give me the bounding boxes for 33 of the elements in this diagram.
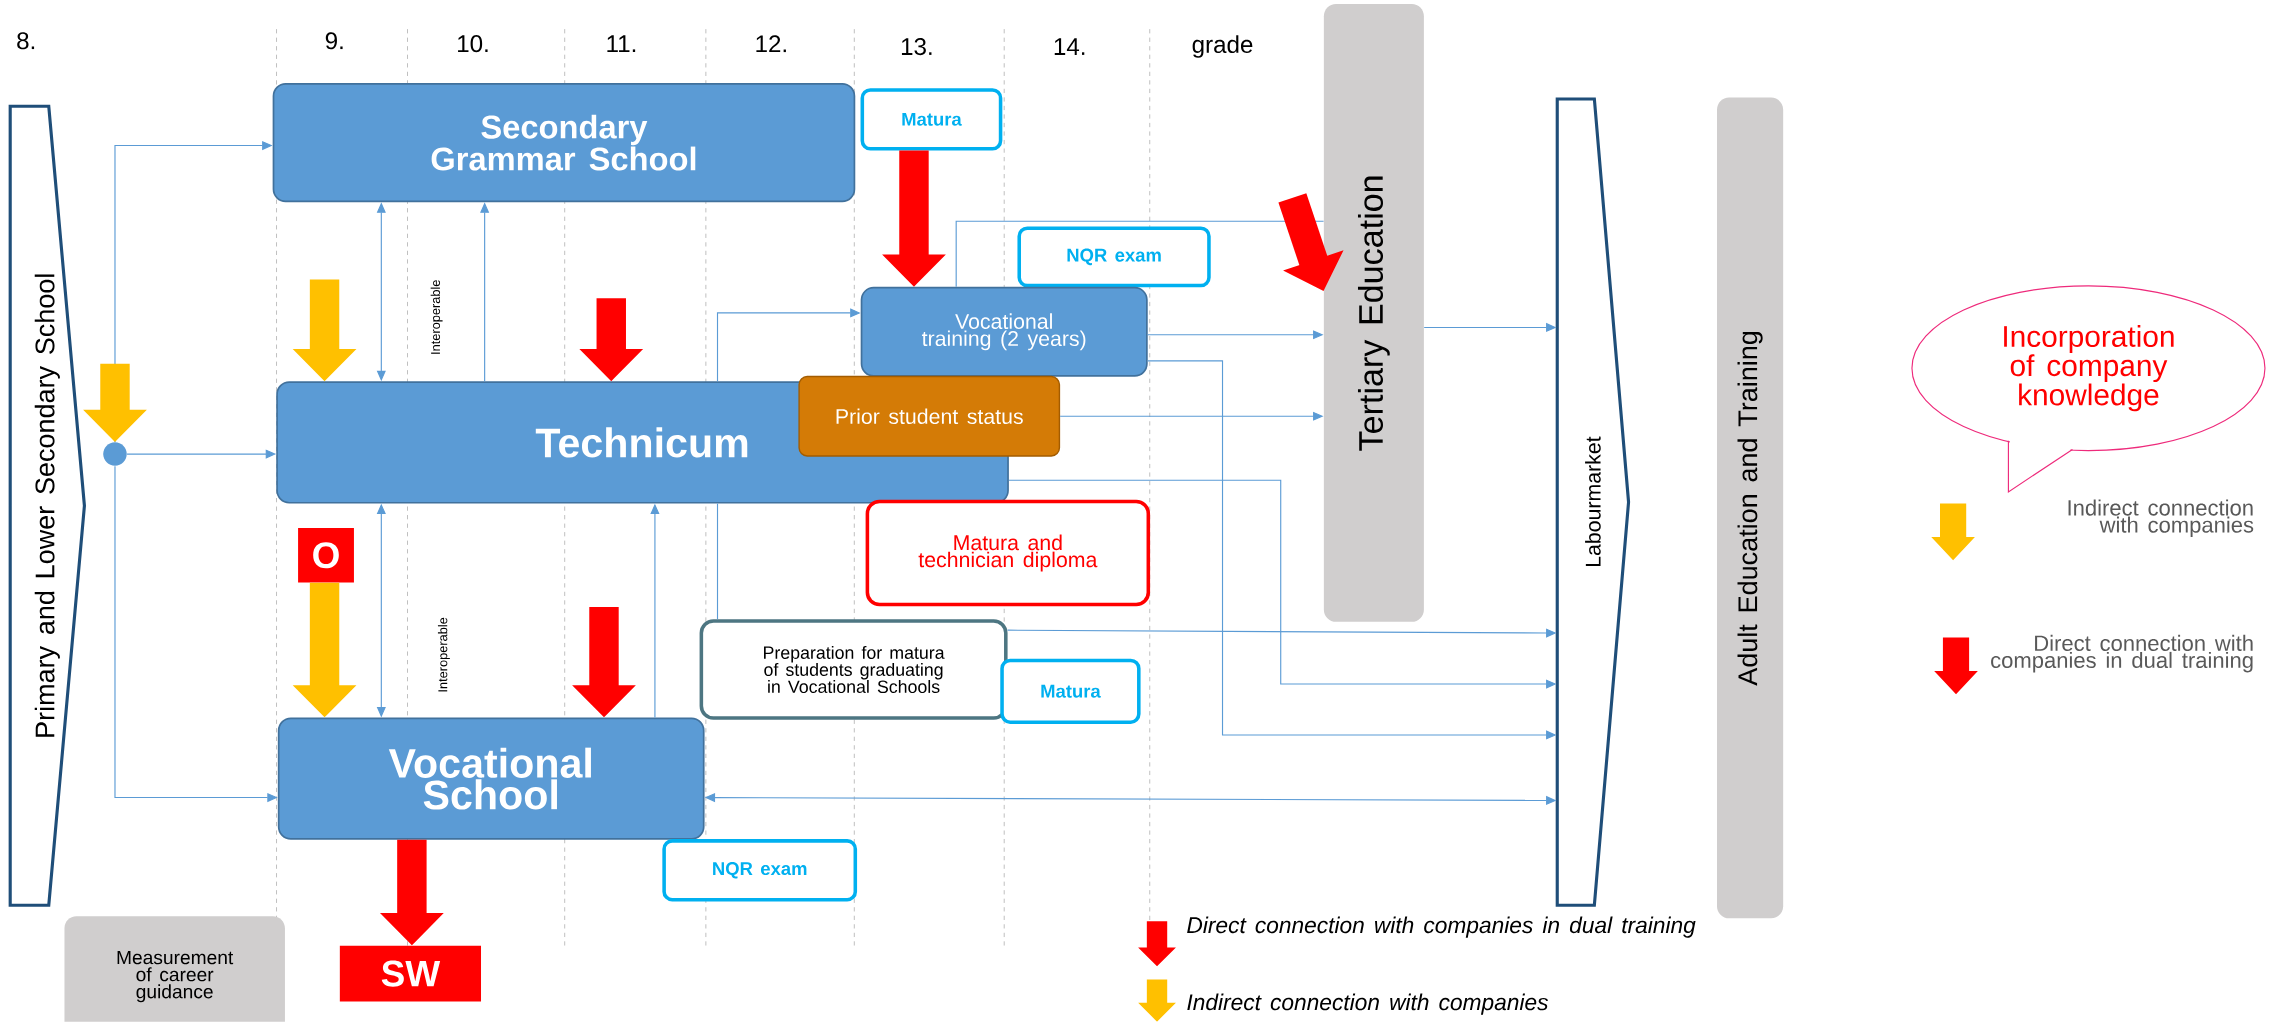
exam-box: Matura: [1000, 658, 1141, 725]
school-box: Secondary Grammar School: [272, 83, 856, 203]
note-box: Measurement of career guidance: [64, 916, 285, 1022]
legend-text: Indirect connection with companies: [1187, 993, 1548, 1015]
grade-label: 13.: [901, 38, 932, 56]
school-box: Vocational training (2 years): [860, 287, 1148, 377]
stage-bar: Adult Education and Training: [1717, 97, 1784, 919]
school-box: Vocational School: [277, 717, 705, 840]
exam-box: NQR exam: [662, 839, 858, 902]
speech-bubble: Incorporation of company knowledge: [1911, 285, 2266, 494]
grade-label: 8.: [17, 32, 35, 50]
edge-label: Interoperable: [430, 280, 443, 354]
status-box: Prior student status: [798, 376, 1061, 457]
grade-label: 10.: [458, 35, 488, 53]
junction-dot: [103, 442, 127, 466]
stage-bar: Tertiary Education: [1323, 4, 1424, 622]
grade-label: 14.: [1054, 38, 1085, 56]
exam-box: NQR exam: [1017, 226, 1211, 288]
legend-text: Direct connection with companies in dual training: [1187, 916, 1696, 938]
grade-label: 11.: [607, 35, 636, 53]
connector: [955, 220, 1325, 288]
letter-box: O: [298, 528, 354, 583]
connector: [716, 503, 719, 620]
legend-text: Direct connection with companies in dual training: [1991, 635, 2253, 673]
grade-label: 9.: [325, 32, 343, 50]
grade-label: 12.: [756, 35, 786, 53]
edge-label: Interoperable: [437, 618, 450, 692]
grade-label: grade: [1192, 35, 1253, 58]
program-box: Preparation for matura of students graduating in Vocational Schools: [699, 619, 1008, 720]
letter-box: SW: [339, 945, 481, 1002]
exam-box: Matura: [860, 88, 1003, 151]
diploma-box: Matura and technician diploma: [865, 499, 1151, 607]
legend-text: Indirect connection with companies: [2068, 499, 2254, 538]
